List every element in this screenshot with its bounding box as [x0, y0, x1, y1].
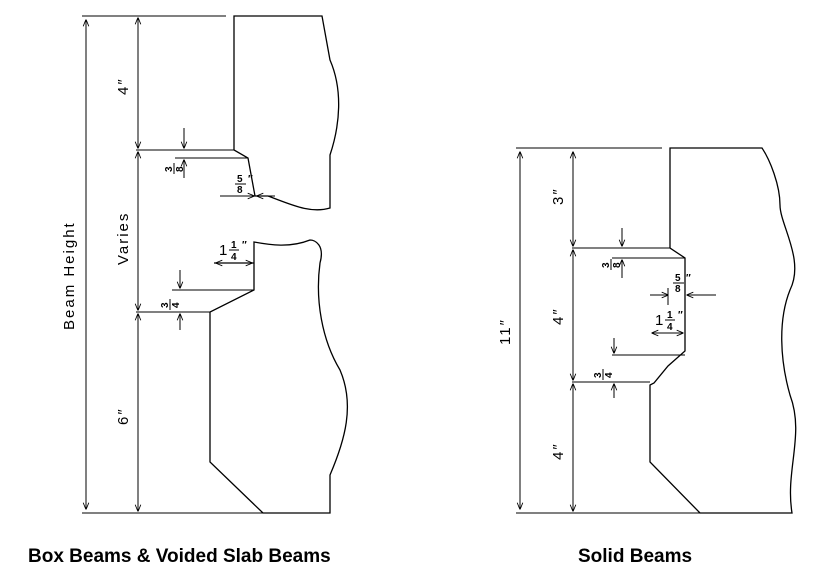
svg-text:″: ″	[248, 174, 253, 185]
svg-text:″: ″	[686, 273, 691, 284]
svg-text:4: 4	[667, 322, 673, 333]
left-key-depth: 5 8 ″	[235, 174, 253, 196]
left-top-label: 4″	[115, 77, 132, 95]
svg-text:5: 5	[675, 273, 681, 284]
right-middle-label: 4″	[550, 307, 567, 325]
right-key-bottom-rise: 3 4	[593, 369, 615, 380]
right-overall-label: 11″	[497, 318, 514, 345]
svg-text:4: 4	[604, 372, 615, 378]
svg-text:4: 4	[171, 302, 182, 308]
svg-text:8: 8	[175, 166, 186, 172]
left-middle-label: Varies	[115, 212, 132, 265]
left-bottom-label: 6″	[115, 407, 132, 425]
right-caption: Solid Beams	[578, 546, 692, 567]
svg-text:3: 3	[601, 262, 612, 268]
left-key-width: 1 1 4 ″	[219, 240, 247, 263]
svg-text:3: 3	[160, 302, 171, 308]
right-bottom-label: 4″	[550, 442, 567, 460]
svg-text:1: 1	[667, 310, 673, 321]
lower-beam-outline	[209, 239, 349, 514]
solid-beam-section: 11″ 3″ 4″ 4″ 3 8 5 8 ″ 1 1 4 ″ 3 4	[497, 147, 797, 514]
svg-text:8: 8	[612, 262, 623, 268]
svg-text:3: 3	[164, 166, 175, 172]
left-key-bottom-rise: 3 4	[160, 299, 182, 310]
left-caption: Box Beams & Voided Slab Beams	[28, 546, 331, 567]
svg-text:″: ″	[678, 310, 683, 321]
svg-text:1: 1	[231, 240, 237, 251]
svg-text:1: 1	[655, 312, 665, 329]
right-key-depth: 5 8 ″	[673, 273, 691, 295]
svg-text:4: 4	[231, 252, 237, 263]
solid-beam-outline	[649, 147, 797, 514]
left-overall-label: Beam Height	[61, 221, 78, 330]
svg-text:3: 3	[593, 372, 604, 378]
svg-text:8: 8	[675, 284, 681, 295]
right-key-width: 1 1 4 ″	[655, 310, 683, 333]
svg-text:8: 8	[237, 185, 243, 196]
right-key-top-rise: 3 8	[601, 259, 623, 270]
svg-text:5: 5	[237, 174, 243, 185]
box-beam-section: Beam Height 4″ Varies 6″ 3 8 5 8 ″ 1 1 4…	[61, 15, 349, 514]
svg-text:″: ″	[242, 240, 247, 251]
svg-text:1: 1	[219, 242, 229, 259]
right-top-label: 3″	[550, 187, 567, 205]
left-key-top-rise: 3 8	[164, 163, 186, 174]
